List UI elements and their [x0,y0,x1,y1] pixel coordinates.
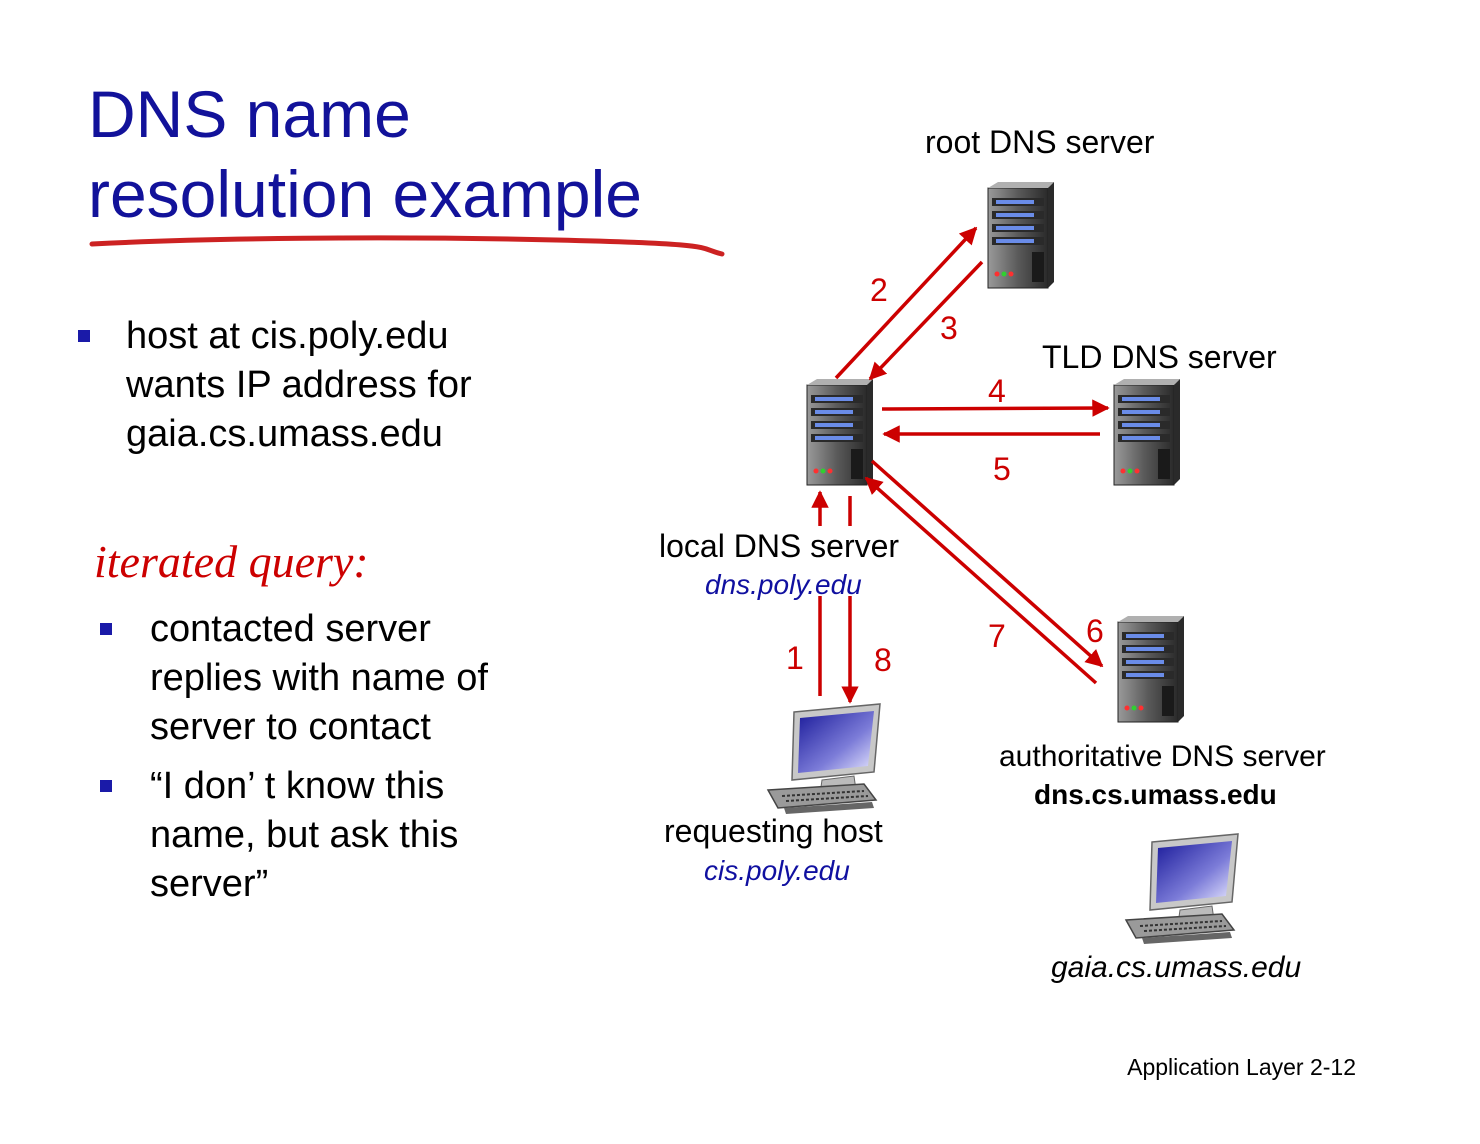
step-label: 6 [1086,613,1104,649]
step-6-arrow [870,459,1104,668]
requesting-host-label: requesting host [664,813,883,849]
sub-bullet: contacted server replies with name of se… [100,605,570,752]
authoritative-server-icon [1117,615,1185,723]
sub-bullet-line: server to contact [150,706,431,748]
step-4-arrow [881,399,1110,417]
main-bullet-list: host at cis.poly.edu wants IP address fo… [78,312,576,459]
step-label: 4 [988,373,1006,409]
bullet-line-2: wants IP address for [126,364,472,406]
local-server-icon [806,378,874,486]
local-server-host: dns.poly.edu [705,569,862,600]
bullet-line-3: gaia.cs.umass.edu [126,413,443,455]
root-server-label: root DNS server [925,124,1155,160]
title-line-2: resolution example [88,157,642,231]
step-label: 5 [993,451,1011,487]
sub-bullet-list: contacted server replies with name of se… [100,605,570,909]
sub-bullet-line: name, but ask this [150,814,459,856]
title-underline [89,235,725,257]
sub-bullet-line: “I don’ t know this [150,765,445,807]
title-line-1: DNS name [88,77,411,151]
iterated-query-heading: iterated query: [94,536,369,587]
step-label: 8 [874,642,892,678]
sub-bullet-line: server” [150,863,269,905]
step-label: 7 [988,618,1006,654]
main-bullet: host at cis.poly.edu wants IP address fo… [78,312,576,459]
step-3-arrow [868,260,984,381]
tld-server-icon [1113,378,1181,486]
bullet-square-icon [100,780,112,792]
requesting-host-name: cis.poly.edu [704,855,850,886]
slide-title: DNS name resolution example [88,74,642,234]
slide-footer: Application Layer 2-12 [1127,1054,1356,1080]
step-label: 1 [786,640,804,676]
local-server-label: local DNS server [659,528,900,564]
sub-bullet-line: replies with name of [150,657,488,699]
target-host-name: gaia.cs.umass.edu [1051,951,1302,984]
step-label: 2 [870,272,888,308]
sub-bullet-line: contacted server [150,608,431,650]
requesting-host-computer-icon [767,703,881,815]
authoritative-server-label: authoritative DNS server [999,740,1326,773]
step-2-arrow [834,226,978,380]
sub-bullet: “I don’ t know this name, but ask this s… [100,762,570,909]
step-label: 3 [940,310,958,346]
target-host-computer-icon [1125,833,1239,945]
tld-server-label: TLD DNS server [1042,339,1277,375]
bullet-square-icon [100,623,112,635]
bullet-line-1: host at cis.poly.edu [126,315,449,357]
step-7-arrow [864,476,1098,685]
authoritative-server-host: dns.cs.umass.edu [1034,779,1277,810]
bullet-square-icon [78,330,90,342]
root-server-icon [987,181,1055,289]
